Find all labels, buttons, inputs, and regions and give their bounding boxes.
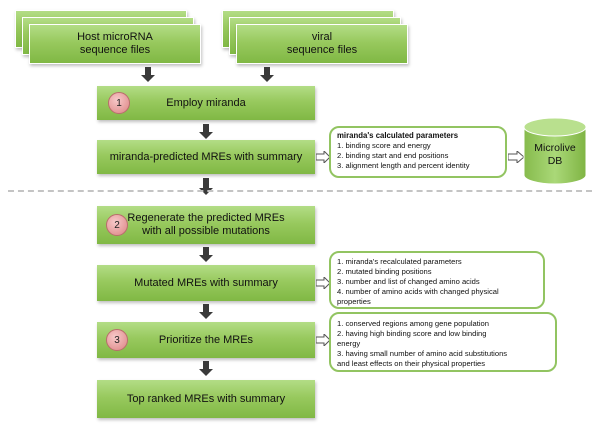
viral-input-line2: sequence files — [286, 44, 358, 56]
arrow-predicted-to-step2 — [199, 178, 213, 195]
employ-miranda-label: Employ miranda — [166, 96, 246, 109]
mutated-item: 1. miranda's recalculated parameters — [337, 257, 462, 266]
mutated-item: 3. number and list of changed amino acid… — [337, 277, 480, 286]
miranda-parameters-title: miranda's calculated parameters — [337, 131, 459, 140]
regenerate-line1: Regenerate the predicted MREs — [127, 212, 285, 224]
miranda-param-item: 3. alignment length and percent identity — [337, 161, 470, 170]
arrow-viral-to-step1 — [260, 67, 274, 82]
arrow-step1-to-predicted — [199, 124, 213, 139]
step-badge-1: 1 — [108, 92, 130, 114]
host-input-line1: Host microRNA — [77, 31, 153, 43]
prioritize-criteria-note: 1. conserved regions among gene populati… — [329, 312, 557, 372]
criteria-item: 1. conserved regions among gene populati… — [337, 319, 489, 328]
arrow-mutated-to-note — [316, 277, 330, 289]
arrow-params-to-db — [508, 151, 524, 163]
viral-input-box: viral sequence files — [236, 24, 408, 64]
top-ranked-label: Top ranked MREs with summary — [126, 392, 286, 405]
microlive-db-cylinder — [523, 117, 587, 185]
microlive-db-label: Microlive DB — [534, 142, 576, 167]
host-microrna-input-box: Host microRNA sequence files — [29, 24, 201, 64]
predicted-mres-label: miranda-predicted MREs with summary — [109, 150, 303, 163]
mutated-item: 2. mutated binding positions — [337, 267, 432, 276]
miranda-parameters-note: miranda's calculated parameters 1. bindi… — [329, 126, 507, 178]
viral-input-line1: viral — [311, 31, 333, 43]
arrow-step2-to-mutated — [199, 247, 213, 262]
employ-miranda-box: Employ miranda — [97, 86, 315, 120]
criteria-item: 2. having high binding score and low bin… — [337, 329, 487, 338]
criteria-item: 3. having small number of amino acid sub… — [337, 349, 508, 358]
step-badge-3: 3 — [106, 329, 128, 351]
step-badge-2: 2 — [106, 214, 128, 236]
criteria-item: and least effects on their physical prop… — [337, 359, 486, 368]
prioritize-mres-box: Prioritize the MREs — [97, 322, 315, 358]
arrow-prioritize-to-note — [316, 334, 330, 346]
miranda-param-item: 2. binding start and end positions — [337, 151, 449, 160]
top-ranked-mres-box: Top ranked MREs with summary — [97, 380, 315, 418]
criteria-item: energy — [337, 339, 361, 348]
mutated-parameters-note: 1. miranda's recalculated parameters 2. … — [329, 251, 545, 309]
regenerate-line2: with all possible mutations — [142, 225, 270, 237]
mutated-mres-label: Mutated MREs with summary — [134, 276, 278, 289]
section-divider — [8, 190, 592, 192]
prioritize-mres-label: Prioritize the MREs — [158, 333, 254, 346]
arrow-predicted-to-params — [316, 151, 330, 163]
miranda-param-item: 1. binding score and energy — [337, 141, 431, 150]
arrow-mutated-to-step3 — [199, 304, 213, 319]
predicted-mres-box: miranda-predicted MREs with summary — [97, 140, 315, 174]
host-input-line2: sequence files — [79, 44, 151, 56]
mutated-item: properties — [337, 297, 371, 306]
regenerate-mres-box: Regenerate the predicted MREs with all p… — [97, 206, 315, 244]
arrow-host-to-step1 — [141, 67, 155, 82]
mutated-item: 4. number of amino acids with changed ph… — [337, 287, 499, 296]
mutated-mres-box: Mutated MREs with summary — [97, 265, 315, 301]
arrow-step3-to-top-ranked — [199, 361, 213, 376]
